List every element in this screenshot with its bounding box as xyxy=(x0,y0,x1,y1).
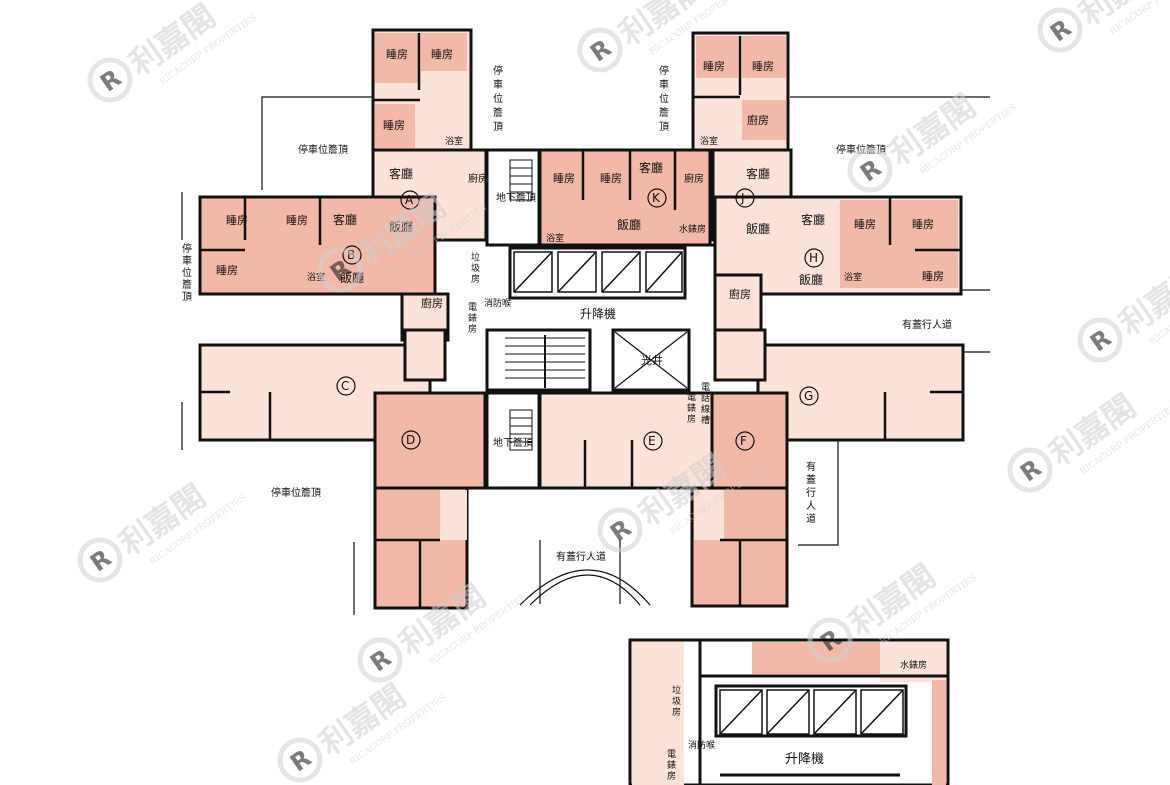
room-label: 客廳 xyxy=(746,166,770,181)
room-label: 睡房 xyxy=(383,119,405,132)
room-label: 飯廳 xyxy=(617,217,641,232)
room-label: 睡房 xyxy=(600,172,622,185)
room-label: 睡房 xyxy=(922,270,944,283)
interior-walls xyxy=(200,33,963,608)
room-label: 睡房 xyxy=(703,60,725,73)
refuse-room-label: 垃圾房 xyxy=(471,251,480,285)
room-label: 飯廳 xyxy=(799,272,823,287)
room-label: 廚房 xyxy=(421,296,443,310)
unit-c-label: C xyxy=(341,379,349,393)
unit-a-label: A xyxy=(405,193,414,207)
room-label: 客廳 xyxy=(333,212,357,227)
inset-core-detail: 升降機 消防喉 水錶房 xyxy=(628,638,950,785)
room-label: 廚房 xyxy=(684,172,704,185)
room-label: 浴室 xyxy=(445,135,463,147)
room-label: 睡房 xyxy=(752,60,774,73)
staircase xyxy=(505,159,585,451)
unit-d-label: D xyxy=(406,433,415,447)
unit-labels xyxy=(336,188,824,451)
covered-walkway-label: 有蓋行人道 xyxy=(556,550,606,563)
carpark-roof-label: 停車位簷頂 xyxy=(298,143,348,156)
room-label: 廚房 xyxy=(747,113,769,127)
basement-roof-label: 地下簷頂 xyxy=(496,191,536,204)
unit-h xyxy=(713,195,963,337)
inset-lift-label: 升降機 xyxy=(785,752,824,767)
unit-g-label: G xyxy=(804,389,813,403)
entrance-canopy xyxy=(529,574,641,606)
carpark-roof-vertical: 停車位簷頂 xyxy=(493,64,503,133)
room-label: 浴室 xyxy=(700,135,718,147)
room-label: 睡房 xyxy=(226,214,248,227)
inset-meter-room-label: 電錶房 xyxy=(667,749,676,782)
room-label: 睡房 xyxy=(912,218,934,231)
unit-h-label: H xyxy=(809,251,818,265)
room-label: 浴室 xyxy=(844,271,862,283)
water-meter-label: 水錶房 xyxy=(679,223,706,235)
room-labels: 睡房 睡房 睡房 浴室 客廳 飯廳 廚房 睡房 睡房 廚房 浴室 客廳 飯廳 睡… xyxy=(216,48,944,310)
site-outline xyxy=(181,96,990,615)
fire-hose-label: 消防喉 xyxy=(484,297,511,309)
lightwell-label: 光井 xyxy=(641,353,663,367)
inset-refuse-room-label: 垃圾房 xyxy=(672,684,681,718)
unit-b xyxy=(198,195,450,342)
inset-fire-hose-label: 消防喉 xyxy=(688,739,715,751)
covered-walkway-vertical: 有蓋行人道 xyxy=(806,460,816,525)
unit-f-label: F xyxy=(740,434,747,448)
room-label: 廚房 xyxy=(468,172,488,185)
unit-d xyxy=(373,391,487,610)
lift-cars xyxy=(513,251,683,293)
inset-water-meter-label: 水錶房 xyxy=(900,659,927,671)
carpark-roof-vertical: 停車位簷頂 xyxy=(182,242,192,303)
room-label: 客廳 xyxy=(389,166,413,181)
meter-room-label: 電錶房 xyxy=(687,392,696,425)
room-label: 飯廳 xyxy=(746,221,770,236)
lightwell-box xyxy=(614,331,688,389)
room-label: 睡房 xyxy=(431,48,453,61)
room-label: 飯廳 xyxy=(389,219,413,234)
unit-e-label: E xyxy=(648,434,656,448)
room-label: 廚房 xyxy=(729,287,751,301)
room-label: 客廳 xyxy=(801,212,825,227)
room-label: 浴室 xyxy=(546,232,564,244)
carpark-roof-label: 停車位簷頂 xyxy=(271,486,321,499)
unit-k xyxy=(538,148,712,247)
carpark-roof-vertical: 停車位簷頂 xyxy=(659,64,669,133)
room-label: 睡房 xyxy=(854,218,876,231)
unit-a xyxy=(371,28,488,242)
basement-roof-label: 地下簷頂 xyxy=(493,436,533,449)
room-label: 客廳 xyxy=(639,160,663,175)
meter-room-label: 電錶房 xyxy=(468,302,477,335)
room-label: 睡房 xyxy=(386,48,408,61)
unit-j-label: J xyxy=(740,191,745,205)
lift-label: 升降機 xyxy=(580,306,616,321)
room-label: 睡房 xyxy=(553,172,575,185)
covered-walkway-label: 有蓋行人道 xyxy=(902,318,952,331)
unit-k-label: K xyxy=(652,191,661,205)
unit-g xyxy=(713,328,965,442)
room-label: 睡房 xyxy=(286,214,308,227)
phone-duct-label: 電話線槽 xyxy=(701,382,710,426)
room-label: 睡房 xyxy=(216,264,238,277)
